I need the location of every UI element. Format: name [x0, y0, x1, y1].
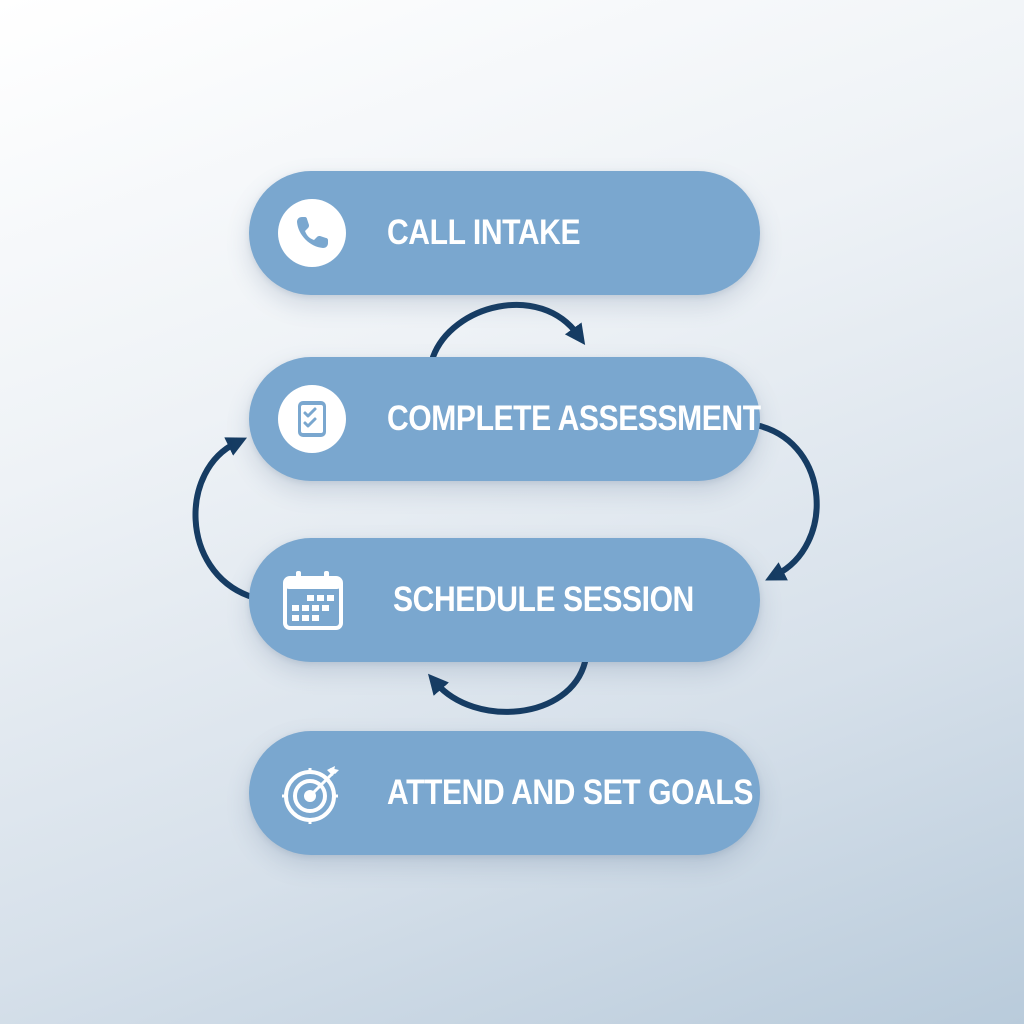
- step-attend-and-set-goals: ATTEND AND SET GOALS: [249, 731, 760, 855]
- curved-arrow-icon: [430, 301, 586, 360]
- calendar-icon: [277, 565, 347, 635]
- step-complete-assessment: COMPLETE ASSESSMENT: [249, 357, 761, 481]
- curved-arrow-icon: [757, 423, 820, 581]
- step-label: ATTEND AND SET GOALS: [387, 773, 753, 812]
- step-call-intake: CALL INTAKE: [249, 171, 760, 295]
- step-label: SCHEDULE SESSION: [393, 580, 694, 619]
- checklist-icon: [277, 384, 347, 454]
- phone-icon: [277, 198, 347, 268]
- step-schedule-session: SCHEDULE SESSION: [249, 538, 760, 662]
- curved-arrow-icon: [192, 437, 252, 599]
- step-label: COMPLETE ASSESSMENT: [387, 399, 761, 438]
- step-label: CALL INTAKE: [387, 213, 581, 252]
- curved-arrow-icon: [427, 659, 588, 715]
- target-icon: [277, 758, 347, 828]
